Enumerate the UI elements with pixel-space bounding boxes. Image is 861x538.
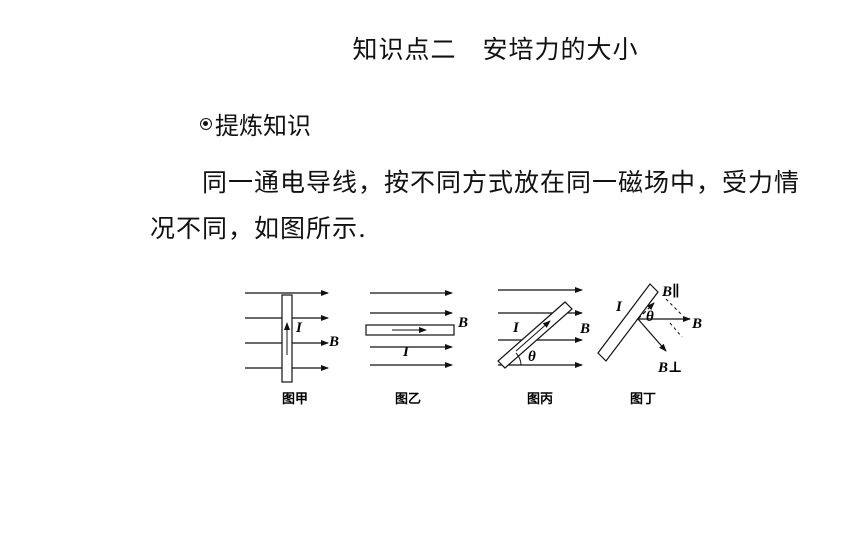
ding-b-perp-label: B⊥	[657, 360, 682, 376]
title-part-2: 安培力的大小	[482, 35, 639, 64]
page-title: 知识点二安培力的大小	[0, 30, 861, 66]
caption-jia: 图甲	[282, 392, 308, 407]
ding-current-label: I	[615, 299, 623, 315]
figure-yi: B I 图乙	[365, 290, 468, 407]
yi-field-label: B	[457, 315, 468, 331]
yi-current-label: I	[402, 344, 410, 360]
figure-jia: I B 图甲	[245, 290, 339, 407]
bing-field-label: B	[579, 321, 590, 337]
ding-b-parallel-label: B∥	[661, 283, 680, 300]
section-label: 提炼知识	[215, 112, 311, 140]
bing-current-label: I	[512, 320, 520, 336]
caption-ding: 图丁	[630, 392, 656, 407]
bullet-icon	[200, 117, 212, 130]
ding-field-label: B	[691, 316, 702, 332]
bing-angle-label: θ	[528, 349, 536, 365]
section-heading: 提炼知识	[200, 106, 311, 141]
caption-bing: 图丙	[527, 392, 553, 407]
jia-current-label: I	[295, 320, 303, 336]
caption-yi: 图乙	[395, 392, 421, 407]
jia-field-label: B	[328, 334, 339, 350]
figure-diagrams: I B 图甲 B I 图乙 θ I B 图丙	[245, 283, 702, 407]
title-part-1: 知识点二	[352, 35, 457, 64]
figure-bing: θ I B 图丙	[497, 287, 590, 407]
ding-angle-label: θ	[646, 309, 654, 325]
body-paragraph: 同一通电导线，按不同方式放在同一磁场中，受力情况不同，如图所示.	[150, 168, 801, 243]
figure-ding: I B∥ θ B B⊥ 图丁	[597, 283, 702, 407]
